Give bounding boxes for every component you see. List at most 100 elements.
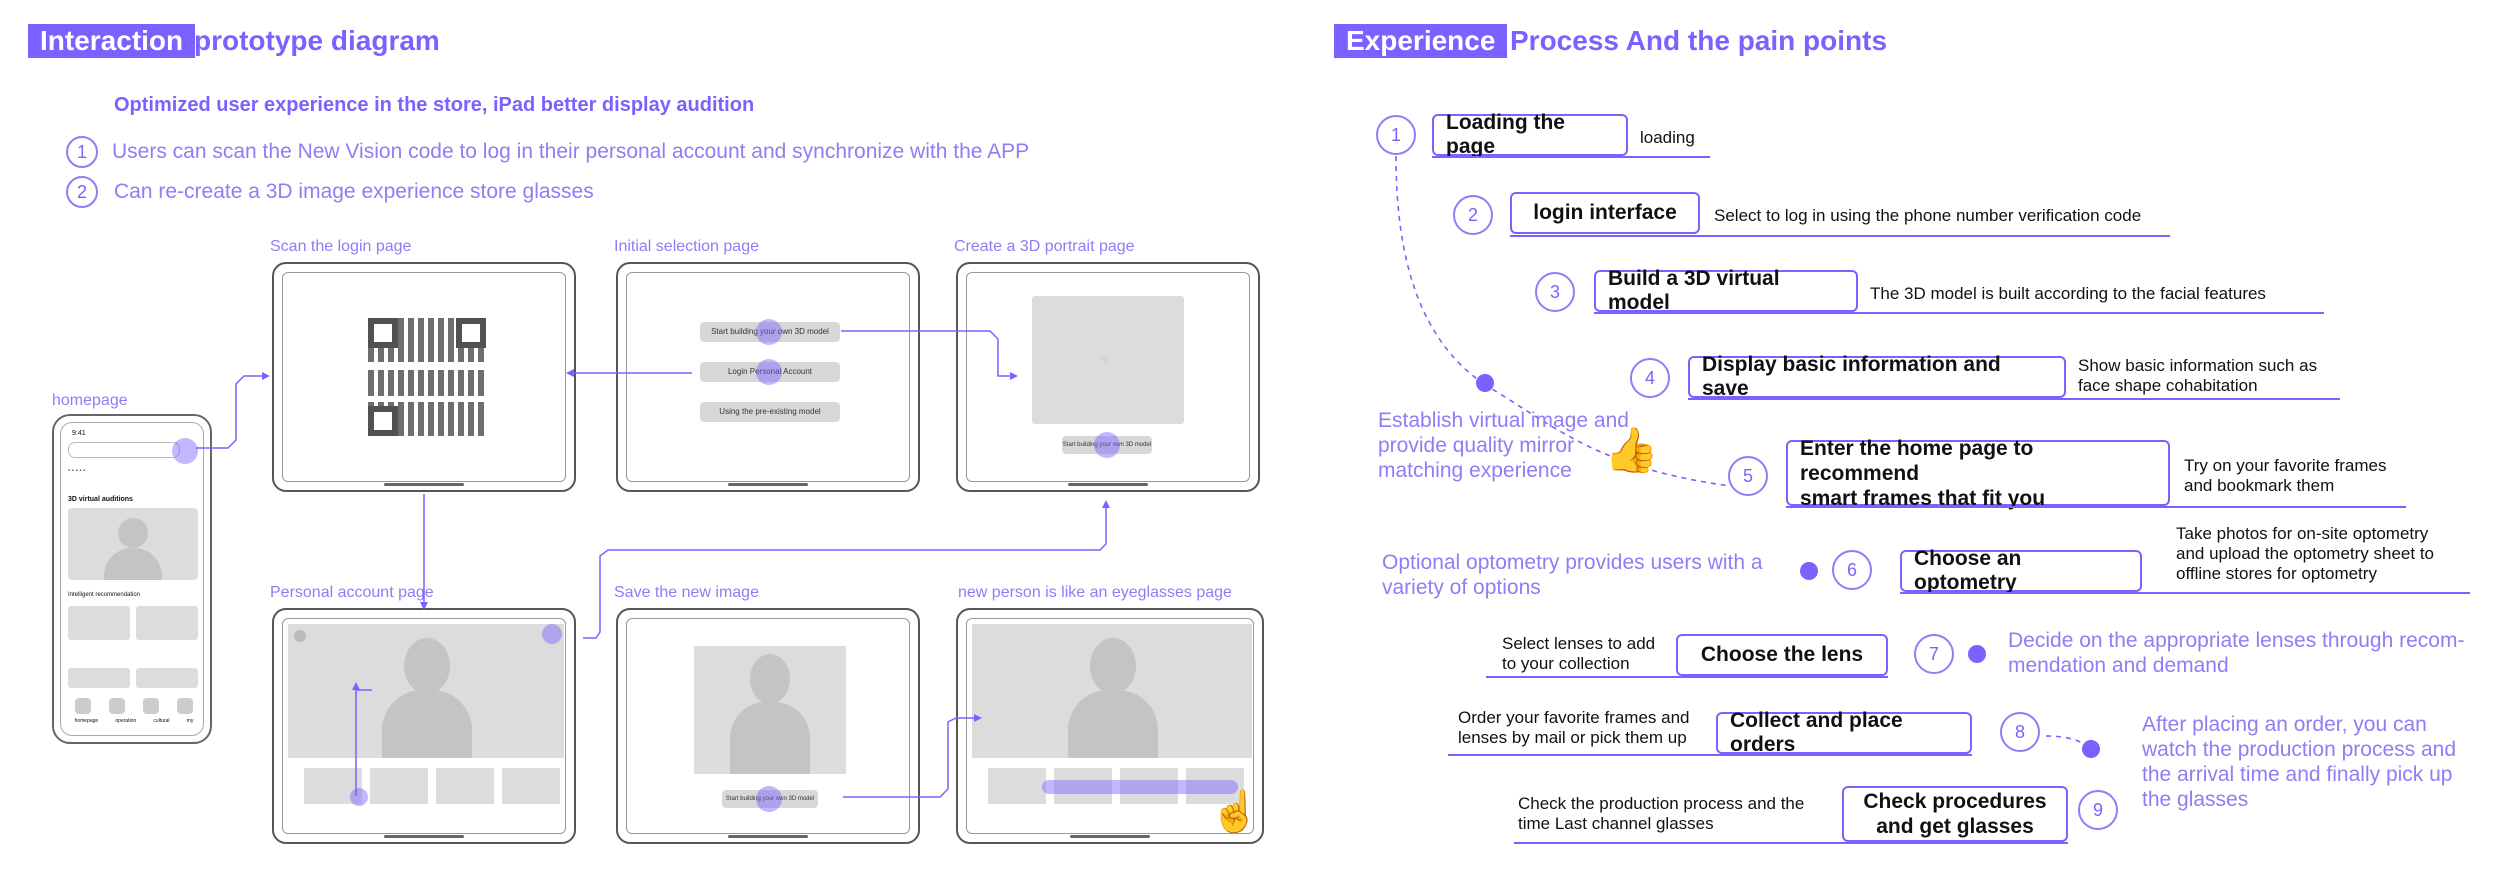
step-box-2: login interface <box>1510 192 1700 234</box>
step-desc-6: Take photos for on-site optometry and up… <box>2176 524 2435 583</box>
start-building-button[interactable]: Start building your own 3D model <box>700 322 840 342</box>
note-order: After placing an order, you can watch th… <box>2142 713 2457 811</box>
note-virtual-image: Establish virtual image and provide qual… <box>1378 409 1629 482</box>
step-desc-9: Check the production process and the tim… <box>1518 794 1805 833</box>
thumbs-up-icon: 👍 <box>1604 426 1659 475</box>
phone-tab-label: operation <box>115 718 137 724</box>
tap-highlight <box>1094 432 1120 458</box>
frame-thumb[interactable] <box>988 768 1046 804</box>
step-number-6: 6 <box>1832 550 1872 590</box>
portrait-preview: ◌ <box>1032 296 1184 424</box>
step-underline <box>1514 842 2068 844</box>
phone-search-input[interactable] <box>68 442 180 458</box>
step-underline <box>1448 754 1972 756</box>
frame-thumb[interactable] <box>436 768 494 804</box>
step-number-5: 5 <box>1728 456 1768 496</box>
frame-label-scan-login: Scan the login page <box>270 238 412 255</box>
back-icon[interactable] <box>294 630 306 642</box>
swipe-highlight <box>1042 780 1238 794</box>
step-box-8: Collect and place orders <box>1716 709 1972 756</box>
frame-label-new-person: new person is like an eyeglasses page <box>958 584 1232 601</box>
step-number-8: 8 <box>2000 712 2040 752</box>
left-title-badge: Interaction <box>28 24 196 58</box>
note-lenses: Decide on the appropriate lenses through… <box>2008 629 2465 677</box>
point-text-1: Users can scan the New Vision code to lo… <box>112 140 1030 163</box>
save-start-button[interactable]: Start building your own 3D model <box>722 790 818 808</box>
step-desc-2: Select to log in using the phone number … <box>1714 206 2142 225</box>
phone-tab-icon[interactable] <box>109 698 125 714</box>
frame-thumb[interactable] <box>370 768 428 804</box>
phone-product-card[interactable] <box>136 668 198 688</box>
pain-point-dot <box>1476 374 1494 392</box>
frame-label-initial-selection: Initial selection page <box>614 238 759 255</box>
pain-point-dot <box>2082 740 2100 758</box>
tap-highlight <box>542 624 562 644</box>
left-subtitle: Optimized user experience in the store, … <box>114 94 755 116</box>
frame-thumb[interactable] <box>1186 768 1244 804</box>
frame-thumb[interactable] <box>502 768 560 804</box>
ipad-create-portrait: ◌ Start building your own 3D model <box>956 262 1260 492</box>
phone-homepage-frame: 9:41 ▪ ▪ ▪ ▪ ▪ 3D virtual auditions Inte… <box>52 414 212 744</box>
phone-product-card[interactable] <box>136 606 198 640</box>
phone-recommend-label: Intelligent recommendation <box>68 592 141 598</box>
use-preexisting-model-button[interactable]: Using the pre-existing model <box>700 402 840 422</box>
step-underline <box>1688 398 2340 400</box>
login-personal-account-button[interactable]: Login Personal Account <box>700 362 840 382</box>
tap-highlight <box>350 788 368 806</box>
right-title-rest: Process And the pain points <box>1510 25 1888 56</box>
phone-tab-label: cultural <box>153 718 170 724</box>
phone-product-card[interactable] <box>68 606 130 640</box>
portrait-start-button[interactable]: Start building your own 3D model <box>1062 436 1152 454</box>
note-optometry: Optional optometry provides users with a… <box>1382 551 1763 599</box>
phone-tab-icon[interactable] <box>177 698 193 714</box>
step-number-4: 4 <box>1630 358 1670 398</box>
tap-highlight <box>756 786 782 812</box>
step-desc-1: loading <box>1640 128 1695 147</box>
ipad-new-person: ☝ <box>956 608 1264 844</box>
step-box-4: Display basic information and save <box>1688 353 2066 400</box>
point-text-2: Can re-create a 3D image experience stor… <box>114 180 594 203</box>
phone-tab-icon[interactable] <box>75 698 91 714</box>
phone-product-card[interactable] <box>68 668 130 688</box>
frame-label-homepage: homepage <box>52 392 128 409</box>
frame-label-save-image: Save the new image <box>614 584 759 601</box>
phone-section-title: 3D virtual auditions <box>68 496 133 503</box>
right-title-badge: Experience <box>1334 24 1508 58</box>
step-desc-3: The 3D model is built according to the f… <box>1870 284 2266 303</box>
point-number-1: 1 <box>66 136 98 168</box>
point-number-2: 2 <box>66 176 98 208</box>
step-underline <box>1486 676 1888 678</box>
step-number-2: 2 <box>1453 195 1493 235</box>
frame-thumb[interactable] <box>304 768 362 804</box>
phone-tab-icon[interactable] <box>143 698 159 714</box>
newperson-portrait <box>972 624 1252 758</box>
frame-label-create-portrait: Create a 3D portrait page <box>954 238 1135 255</box>
phone-tab-label: my <box>186 718 194 724</box>
step-underline <box>1786 506 2406 508</box>
step-desc-8: Order your favorite frames and lenses by… <box>1458 708 1690 747</box>
pain-point-dot <box>1968 645 1986 663</box>
frame-thumb[interactable] <box>1120 768 1178 804</box>
phone-portrait-card[interactable] <box>68 508 198 580</box>
ipad-scan-login <box>272 262 576 492</box>
left-title-rest: prototype diagram <box>194 25 440 56</box>
frame-label-personal-account: Personal account page <box>270 584 434 601</box>
loading-spinner-icon: ◌ <box>1102 354 1108 365</box>
step-number-3: 3 <box>1535 272 1575 312</box>
saved-portrait <box>694 646 846 774</box>
qr-code-icon <box>368 318 486 436</box>
phone-tab-label: homepage <box>74 718 99 724</box>
step-desc-7: Select lenses to add to your collection <box>1502 634 1656 673</box>
frame-thumb[interactable] <box>1054 768 1112 804</box>
ipad-save-image: Start building your own 3D model <box>616 608 920 844</box>
flow-connectors-left <box>196 330 1110 798</box>
step-box-6: Choose an optometry <box>1900 547 2142 594</box>
step-box-7: Choose the lens <box>1676 634 1888 676</box>
step-box-3: Build a 3D virtual model <box>1594 267 1858 314</box>
step-number-9: 9 <box>2078 790 2118 830</box>
phone-highlight-dot <box>172 438 198 464</box>
step-desc-5: Try on your favorite frames and bookmark… <box>2184 456 2387 495</box>
pain-point-dot <box>1800 562 1818 580</box>
account-portrait <box>288 624 564 758</box>
ipad-personal-account <box>272 608 576 844</box>
